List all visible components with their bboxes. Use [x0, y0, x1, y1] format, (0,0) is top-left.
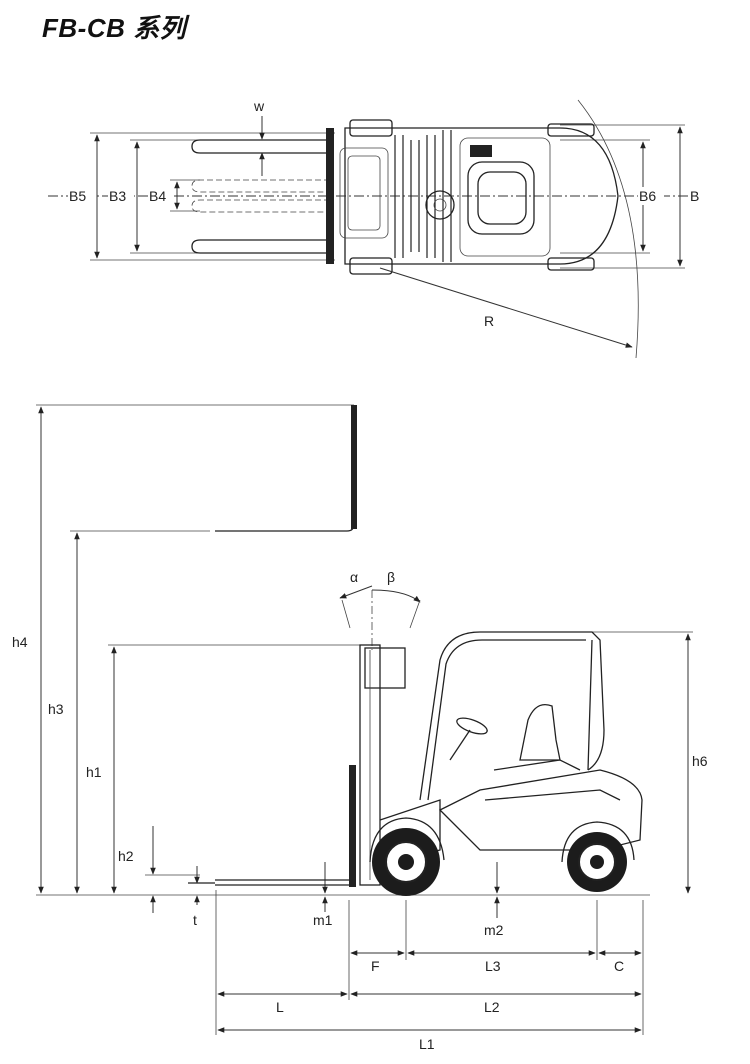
truck-body-top [339, 119, 619, 275]
page-title: FB-CB 系列 [42, 13, 187, 43]
m1-label: m1 [313, 912, 333, 928]
l3-label: L3 [485, 958, 501, 974]
h4-label: h4 [12, 634, 28, 650]
fork-carriage-top [326, 128, 334, 264]
b5-label: B5 [69, 188, 86, 204]
r-dimension [379, 267, 633, 348]
h3-label: h3 [48, 701, 64, 717]
fork-lowered [188, 765, 356, 887]
r-label: R [484, 313, 494, 329]
beta-label: β [387, 569, 395, 585]
alpha-label: α [350, 569, 358, 585]
h6-label: h6 [692, 753, 708, 769]
t-label: t [193, 912, 197, 928]
top-view: B5 B3 B4 B6 B w [48, 98, 705, 359]
forks-top [191, 139, 330, 254]
l1-label: L1 [419, 1036, 435, 1052]
fork-raised-max [215, 405, 357, 532]
h1-label: h1 [86, 764, 102, 780]
side-view: h4 h3 h1 h6 h2 t m1 m2 [10, 404, 708, 1052]
l2-label: L2 [484, 999, 500, 1015]
turning-arc [577, 99, 639, 359]
c-label: C [614, 958, 624, 974]
h2-label: h2 [118, 848, 134, 864]
w-label: w [253, 98, 265, 114]
forklift-side-body [359, 631, 643, 896]
b4-label: B4 [149, 188, 166, 204]
m2-label: m2 [484, 922, 504, 938]
b6-label: B6 [639, 188, 656, 204]
b3-label: B3 [109, 188, 126, 204]
l-label: L [276, 999, 284, 1015]
b-label: B [690, 188, 699, 204]
f-label: F [371, 958, 380, 974]
